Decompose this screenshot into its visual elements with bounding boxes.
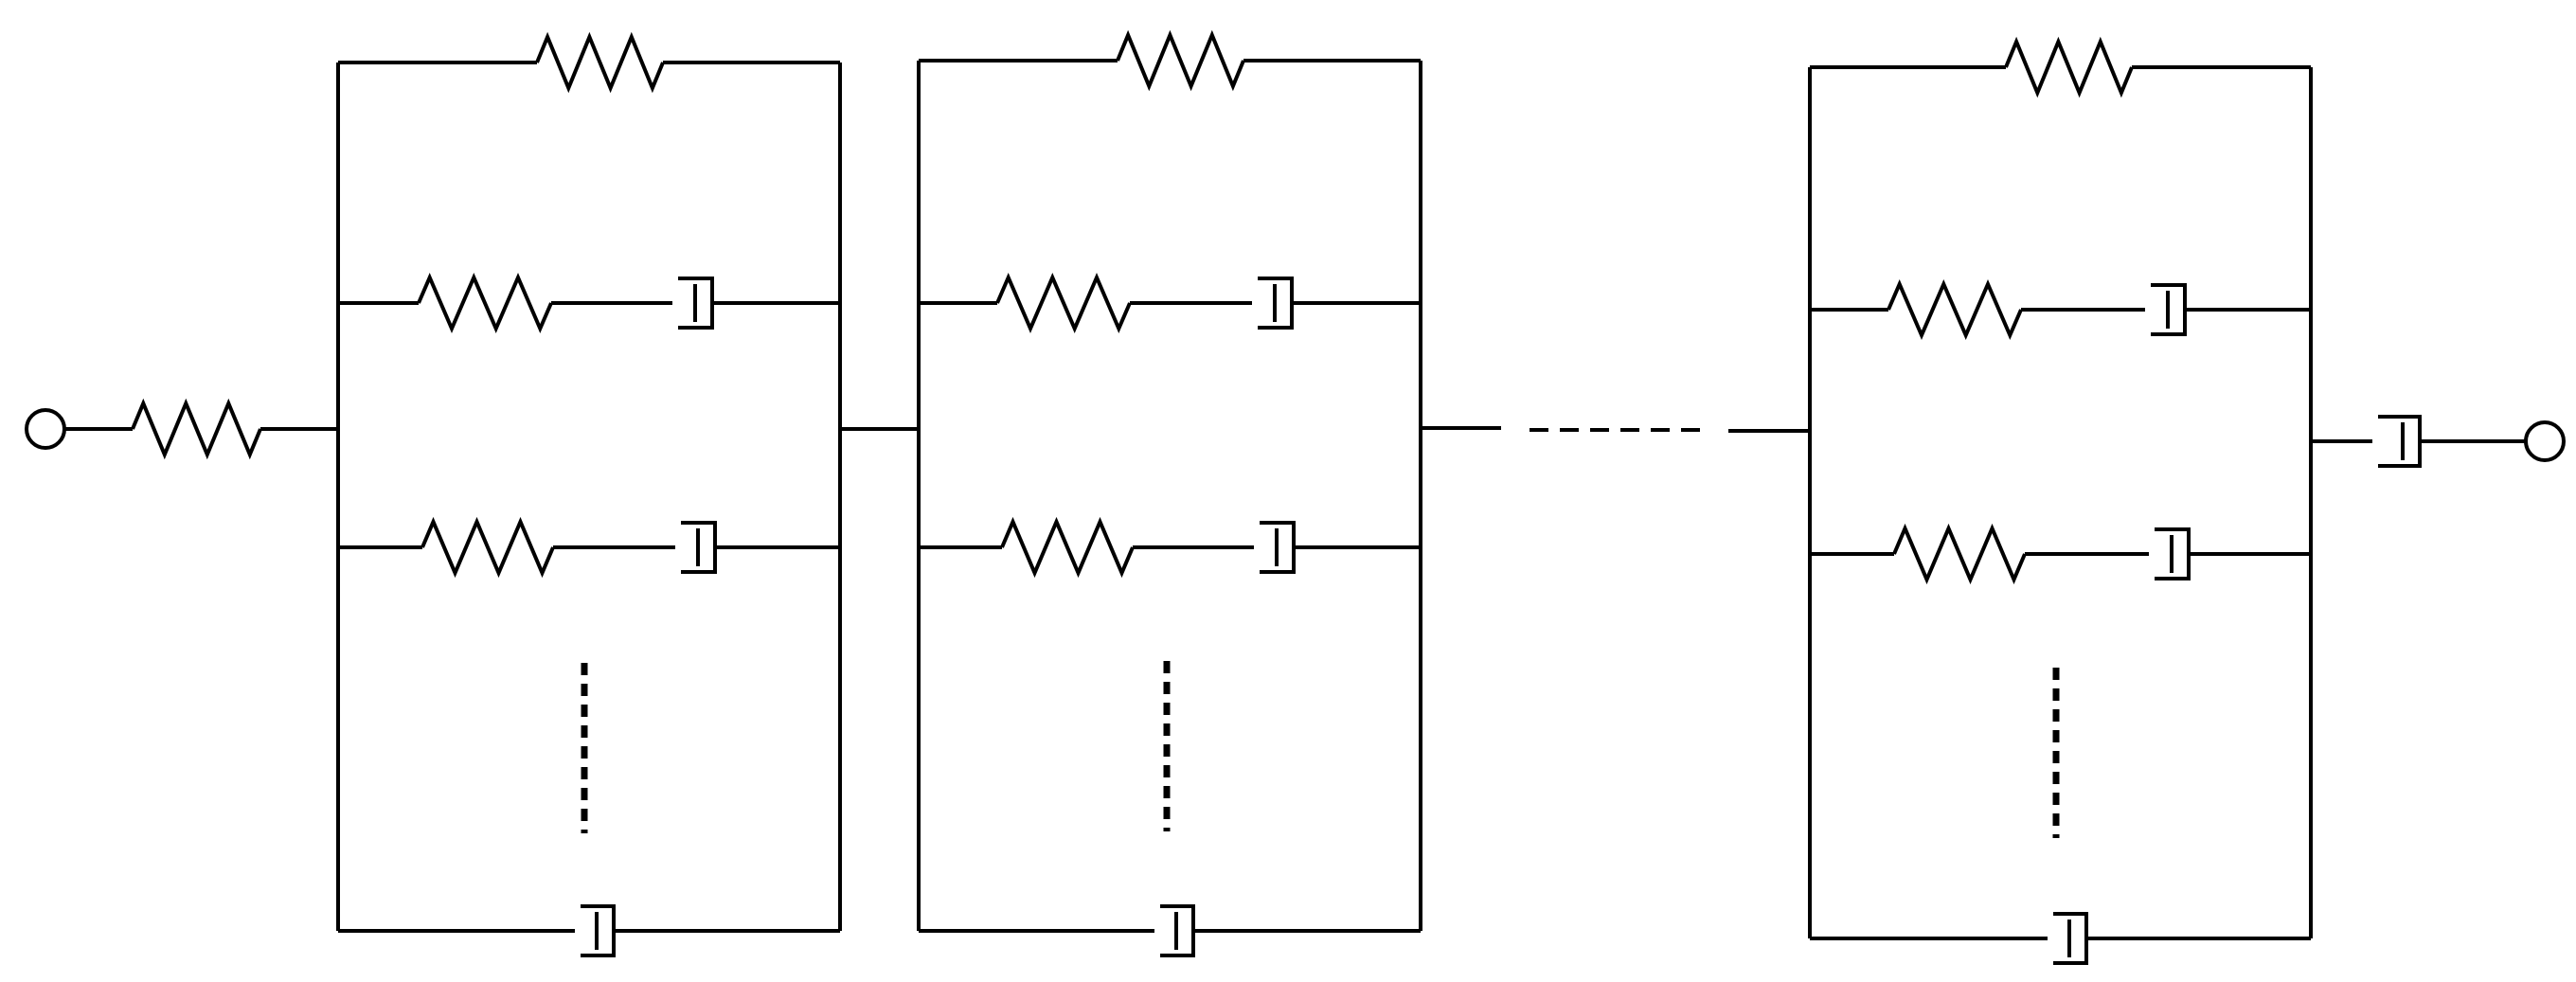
branch-dashpot: [919, 904, 1421, 957]
dashpot-icon: [581, 904, 616, 957]
parallel-block-2: [917, 29, 1422, 957]
spring-icon: [995, 272, 1132, 334]
output-section: [2311, 415, 2566, 468]
branch-spring-dashpot: [919, 272, 1421, 334]
spring-icon: [420, 516, 555, 579]
spring-icon: [2004, 36, 2134, 98]
input-section: [25, 398, 338, 460]
branch-spring: [1810, 36, 2311, 98]
terminal-node-icon: [2524, 420, 2566, 462]
spring-icon: [1892, 523, 2027, 585]
spring-icon: [1000, 516, 1135, 579]
branch-spring: [919, 29, 1421, 92]
dashed-continuation-icon: [1421, 426, 1810, 433]
spring-zigzag: [1116, 29, 1245, 92]
dashpot-cylinder: [2378, 415, 2422, 468]
dashpot-icon: [2053, 912, 2088, 965]
branch-spring-dashpot: [1810, 278, 2311, 341]
dashpot-icon: [1160, 904, 1195, 957]
spring-zigzag: [1000, 516, 1135, 579]
branch-spring-dashpot: [1810, 523, 2311, 585]
spring-icon: [1116, 29, 1245, 92]
spring-zigzag: [535, 31, 665, 94]
parallel-block-1: [336, 31, 842, 957]
dashpot-icon: [681, 521, 717, 574]
branch-spring-dashpot: [338, 272, 840, 334]
dashpot-icon: [1258, 277, 1294, 330]
spring-zigzag: [995, 272, 1132, 334]
branch-dashpot: [1810, 912, 2311, 965]
terminal-node-icon: [25, 408, 66, 450]
branch-spring: [338, 31, 840, 94]
dashpot-icon: [2151, 283, 2187, 336]
spring-zigzag: [1892, 523, 2027, 585]
spring-zigzag: [420, 516, 555, 579]
dashpot-icon: [2378, 415, 2422, 468]
spring-zigzag: [417, 272, 553, 334]
branch-spring-dashpot: [338, 516, 840, 579]
dashpot-icon: [678, 277, 714, 330]
spring-zigzag: [2004, 36, 2134, 98]
branch-dashpot: [338, 904, 840, 957]
spring-zigzag: [131, 398, 262, 460]
spring-icon: [535, 31, 665, 94]
parallel-block-3: [1808, 36, 2313, 965]
dashpot-icon: [1260, 521, 1296, 574]
spring-icon: [417, 272, 553, 334]
spring-icon: [1887, 278, 2023, 341]
spring-zigzag: [1887, 278, 2023, 341]
spring-icon: [131, 398, 262, 460]
dashpot-icon: [2155, 527, 2191, 580]
branch-spring-dashpot: [919, 516, 1421, 579]
